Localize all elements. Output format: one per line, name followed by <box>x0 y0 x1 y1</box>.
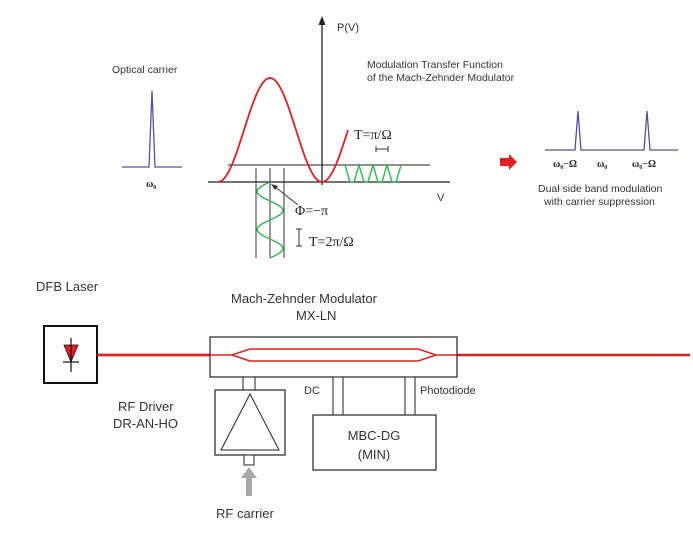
output-period-marker <box>375 146 389 152</box>
y-axis-label: P(V) <box>337 22 359 34</box>
rf-connector <box>242 376 256 391</box>
modulator-label-line1: Mach-Zehnder Modulator <box>231 291 378 306</box>
x-axis-label: V <box>437 192 445 204</box>
transfer-curve <box>217 77 349 183</box>
plot-title-line2: of the Mach-Zehnder Modulator <box>367 72 515 84</box>
output-signal-wave <box>344 162 402 183</box>
rf-input-arrow-icon <box>241 467 257 496</box>
y-axis-arrow-icon <box>318 16 326 25</box>
modulator-label-line2: MX-LN <box>296 308 336 323</box>
controller-label-line1: MBC-DG <box>348 428 401 443</box>
photodiode-label: Photodiode <box>420 385 476 397</box>
bias-controller-box <box>312 414 437 471</box>
dc-connection <box>332 376 344 416</box>
optical-carrier-spectrum: Optical carrier ω₀ <box>112 64 182 190</box>
spectrum-caption-line1: Dual side band modulation <box>538 183 662 195</box>
phase-pointer <box>273 185 299 206</box>
rf-carrier-label: RF carrier <box>216 506 274 521</box>
controller-label-line2: (MIN) <box>358 447 391 462</box>
transfer-function-plot: P(V) V Modulation Transfer Function of t… <box>208 16 515 259</box>
spectrum-caption-line2: with carrier suppression <box>543 196 655 208</box>
input-signal-wave <box>256 181 284 259</box>
photodiode-connection <box>404 376 416 416</box>
plot-title-line1: Modulation Transfer Function <box>367 59 503 71</box>
optical-carrier-label: Optical carrier <box>112 64 178 76</box>
output-period-label: T=π/Ω <box>354 128 392 143</box>
red-arrow-icon <box>500 154 517 170</box>
output-spectrum: ω₀−Ω ω₀ ω₀−Ω Dual side band modulation w… <box>500 110 678 208</box>
upper-sideband-label: ω₀−Ω <box>632 159 656 170</box>
rf-driver-box <box>214 389 286 456</box>
amplifier-icon <box>220 392 280 451</box>
mz-waveguide <box>210 348 457 362</box>
setup-schematic: DFB Laser Mach-Zehnder Modulator MX-LN R… <box>36 279 690 521</box>
phase-label: Φ=−π <box>295 204 328 219</box>
carrier-label: ω₀ <box>597 159 607 170</box>
carrier-freq-label: ω₀ <box>146 179 156 190</box>
rf-driver-label-line1: RF Driver <box>118 399 174 414</box>
rf-driver-label-line2: DR-AN-HO <box>113 416 178 431</box>
modulator-box <box>209 336 458 378</box>
dc-label: DC <box>304 385 320 397</box>
laser-label: DFB Laser <box>36 279 99 294</box>
phase-pointer-arrow-icon <box>271 184 278 190</box>
rf-input-connector <box>243 454 255 466</box>
carrier-spike <box>122 90 182 168</box>
input-period-marker <box>296 228 302 247</box>
input-period-label: T=2π/Ω <box>309 235 354 250</box>
sideband-spikes <box>545 110 678 151</box>
lower-sideband-label: ω₀−Ω <box>553 159 577 170</box>
